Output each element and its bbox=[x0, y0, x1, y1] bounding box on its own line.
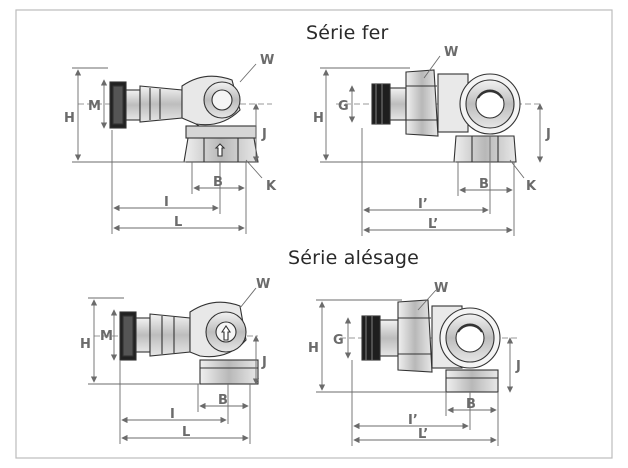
frame-border bbox=[15, 9, 613, 459]
dim-Lprime-br: L’ bbox=[418, 427, 428, 442]
dim-J-tl: J bbox=[261, 127, 267, 142]
dim-L-bl: L bbox=[182, 425, 190, 440]
dims-bl bbox=[88, 287, 260, 444]
dims-tr bbox=[320, 55, 544, 236]
dim-K-tr: K bbox=[526, 179, 537, 194]
dim-K-tl: K bbox=[266, 179, 277, 194]
dim-W-bl: W bbox=[256, 277, 270, 292]
dim-J-br: J bbox=[515, 359, 521, 374]
dim-Lprime-tr: L’ bbox=[428, 217, 438, 232]
dim-J-bl: J bbox=[261, 355, 267, 370]
dim-G-br: G bbox=[333, 333, 344, 348]
valve-alesage-straight bbox=[340, 299, 520, 393]
valve-alesage-angle bbox=[94, 301, 259, 385]
dim-Iprime-br: I’ bbox=[408, 413, 418, 428]
dim-B-br: B bbox=[466, 397, 476, 412]
dim-J-tr: J bbox=[545, 127, 551, 142]
valve-fer-straight bbox=[336, 69, 540, 163]
dim-H-bl: H bbox=[80, 337, 91, 352]
dims-tl bbox=[72, 63, 263, 234]
dim-B-tl: B bbox=[213, 175, 223, 190]
dim-H-tl: H bbox=[64, 111, 75, 126]
dim-B-tr: B bbox=[479, 177, 489, 192]
dim-I-tl: I bbox=[164, 195, 169, 210]
dim-W-br: W bbox=[434, 281, 448, 296]
valve-fer-angle bbox=[78, 75, 272, 163]
tail-thread bbox=[371, 83, 391, 125]
dim-W-tr: W bbox=[444, 45, 458, 60]
dim-M-bl: M bbox=[100, 329, 113, 344]
dims-br bbox=[316, 289, 514, 446]
dim-Iprime-tr: I’ bbox=[418, 197, 428, 212]
dim-G-tr: G bbox=[338, 99, 349, 114]
section-title-fer: Série fer bbox=[306, 22, 389, 44]
dim-H-tr: H bbox=[313, 111, 324, 126]
dim-I-bl: I bbox=[170, 407, 175, 422]
dim-W-tl: W bbox=[260, 53, 274, 68]
dim-M-tl: M bbox=[88, 99, 101, 114]
dim-H-br: H bbox=[308, 341, 319, 356]
dim-L-tl: L bbox=[174, 215, 182, 230]
dim-B-bl: B bbox=[218, 393, 228, 408]
section-title-alesage: Série alésage bbox=[288, 247, 420, 269]
